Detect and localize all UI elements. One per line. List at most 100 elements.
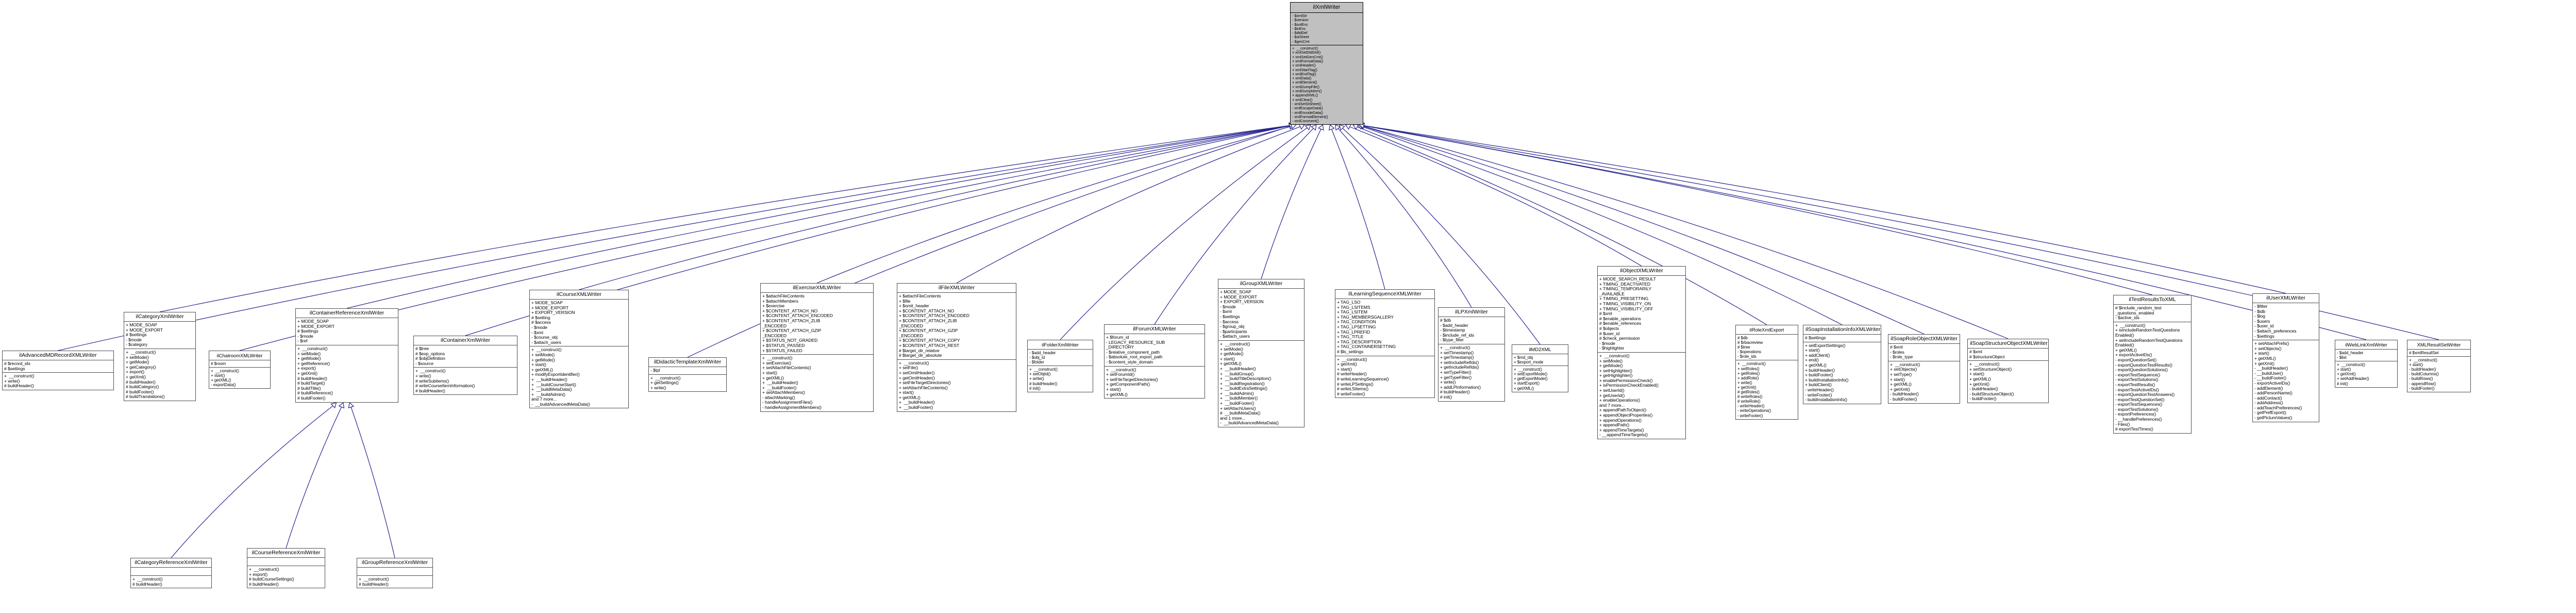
uml-class-box[interactable]: ilChatroomXMLWriter # $room + __construct(… xyxy=(209,351,271,389)
method-row: + xmlClear() xyxy=(1292,97,1313,102)
uml-class-box[interactable]: ilCourseReferenceXmlWriter+ __construct(… xyxy=(247,548,325,589)
attribute-row: # $include_random_test xyxy=(2115,305,2162,310)
class-name: ilContainerReferenceXmlWriter xyxy=(309,310,384,316)
method-row: + getRoles() xyxy=(1737,371,1760,376)
method-row: + __construct() xyxy=(1969,361,2000,367)
method-row: + __buildTitleDescription() xyxy=(1220,376,1272,382)
method-row: # init() xyxy=(2337,381,2348,386)
uml-class-box[interactable]: ilDidacticTemplateXmlWriter- $tpl+ __con… xyxy=(648,357,727,392)
uml-class-box[interactable]: ilRoleXmlExport# $db# $rbacreview# $tree… xyxy=(1735,325,1798,420)
attribute-row: - $xmlStr xyxy=(1292,13,1307,18)
attribute-row: + $CONTENT_ATTACH_ENCODED xyxy=(762,313,833,319)
method-row: + __buildCourseStart() xyxy=(531,382,576,387)
uml-class-box[interactable]: ilGroupXMLWriter+ MODE_SOAP+ MODE_EXPORT… xyxy=(1218,279,1304,428)
uml-class-box[interactable]: ilCourseXMLWriter+ MODE_SOAP+ MODE_EXPOR… xyxy=(529,290,629,409)
inheritance-edge xyxy=(348,402,395,558)
method-row: + start() xyxy=(1969,371,1984,377)
attribute-row: - $filter xyxy=(2254,304,2268,309)
method-row: + __construct() xyxy=(297,345,328,351)
method-row: # getRoles() xyxy=(1737,390,1760,395)
attribute-row: - $mode xyxy=(126,337,142,342)
uml-class-box[interactable]: ilLearningSequenceXMLWriter+ TAG_LSO+ TA… xyxy=(1335,289,1435,399)
uml-class-box[interactable]: ilCategoryReferenceXmlWriter+ __construc… xyxy=(130,558,212,589)
uml-class-box[interactable]: ilTestResultsToXML# $include_random_test… xyxy=(2113,295,2192,434)
method-row: + getMode() xyxy=(531,357,555,362)
attribute-row: _AVAILABLE xyxy=(1599,291,1625,296)
method-row: + getHighlighter() xyxy=(1599,373,1633,378)
uml-class-box[interactable]: XMLResultSetWriter# $xmlResultSet+ __con… xyxy=(2407,340,2471,392)
attribute-row: # $db xyxy=(1737,336,1748,340)
method-row: + __buildMember() xyxy=(1220,395,1258,401)
uml-class-box[interactable]: ilForumXMLWriter+ $forum_id- LEGACY_RESO… xyxy=(1104,324,1205,399)
method-row: + __construct() xyxy=(211,369,239,374)
uml-class-box[interactable]: ilXmlWriter- $xmlStr- $version- $outEnc-… xyxy=(1290,2,1363,125)
method-row: # buildHeader() xyxy=(4,383,34,389)
attribute-row: + $STATUS_NOT_GRADED xyxy=(762,338,818,343)
class-name: ilCourseXMLWriter xyxy=(556,291,602,297)
method-row: - exportPreferences() xyxy=(2115,411,2156,417)
attribute-row: # $settings xyxy=(4,366,25,371)
method-row: - handleAssignmentMembers() xyxy=(762,405,822,410)
method-row: # buildHeader() xyxy=(126,379,156,385)
method-row: # buildHeader() xyxy=(359,581,389,587)
uml-class-box[interactable]: ilFolderXmlWriter- $add_header- $obj_id-… xyxy=(1027,340,1093,392)
uml-class-box[interactable]: ilFileXMLWriter+ $attachFileContents+ $f… xyxy=(897,283,1016,412)
method-row: + getXml() xyxy=(2254,360,2274,366)
attribute-row: _DIRECTORY xyxy=(1106,344,1134,350)
class-attributes: + MODE_SOAP+ MODE_EXPORT# $settings- $mo… xyxy=(296,318,398,345)
method-row: + start() xyxy=(1805,347,1820,353)
attribute-row: + $omit_header xyxy=(899,303,929,309)
class-attributes: # $record_ids# $settings xyxy=(3,360,113,372)
method-row: + getComponentPath() xyxy=(1106,382,1150,387)
class-name: ilChatroomXMLWriter xyxy=(216,353,263,358)
class-methods: + __construct()+ setTimestamp()+ getTime… xyxy=(1438,343,1504,401)
uml-class-box[interactable]: ilWebLinkXmlWriter- $add_header- $list+ … xyxy=(2335,340,2398,388)
uml-class-box[interactable]: ilObjectXMLWriter+ MODE_SEARCH_RESULT+ T… xyxy=(1597,266,1686,439)
uml-class-box[interactable]: ilLPXmlWriter# $db- $add_header- $timest… xyxy=(1438,307,1505,402)
attribute-row: - $source xyxy=(415,360,433,366)
method-row: - buildHeader() xyxy=(2409,367,2436,372)
uml-class-box[interactable]: ilGroupReferenceXmlWriter+ __construct()… xyxy=(357,558,433,589)
uml-class-box[interactable]: ilMD2XML+ $md_obj+ $export_mode+ __const… xyxy=(1512,344,1568,392)
attribute-row: + $CONTENT_ATTACH_GZIP xyxy=(899,328,958,334)
uml-class-box[interactable]: ilSoapRoleObjectXMLWriter# $xml- $roles-… xyxy=(1888,334,1960,404)
class-attributes: # $room xyxy=(209,360,270,367)
attribute-row: # $exp_options xyxy=(415,351,445,356)
attribute-row: # $xmlResultSet xyxy=(2409,351,2439,355)
method-row: - writeFooter() xyxy=(1737,413,1763,418)
method-row: - xmlFormatElement() xyxy=(1292,114,1328,119)
method-row: + start() xyxy=(1337,366,1352,372)
uml-class-box[interactable]: ilAdvancedMDRecordXMLWriter# $record_ids… xyxy=(2,351,114,390)
class-methods: + __construct()+ setStructureObject()+ s… xyxy=(1968,360,2048,403)
uml-class-box[interactable]: ilContainerXmlWriter# $tree# $exp_option… xyxy=(413,336,517,395)
attribute-row: + MODE_SOAP xyxy=(531,300,563,305)
method-row: + addRole() xyxy=(1737,375,1759,380)
method-row: - exportQuestionSolutions() xyxy=(2115,367,2168,373)
method-row: + setHighlighter() xyxy=(1599,368,1632,373)
class-name: ilXmlWriter xyxy=(1313,4,1341,10)
class-methods: + setExportSettings()+ start()+ addClien… xyxy=(1803,341,1881,404)
class-attributes xyxy=(247,557,325,566)
method-row: + __buildFooter() xyxy=(899,405,933,410)
method-row: - exportQuestionTestAnswers() xyxy=(2115,392,2175,397)
method-row: + write() xyxy=(1440,379,1456,385)
uml-class-box[interactable]: ilSoapStructureObjectXMLWriter# $xml# $s… xyxy=(1967,339,2049,403)
attribute-row: + $CONTENT_ATTACH_ZLIB xyxy=(899,318,957,323)
method-row: - getPictureValues() xyxy=(2254,415,2293,421)
attribute-row: - $settings xyxy=(1220,313,1240,319)
method-row: + setAttachFileContents() xyxy=(899,385,948,390)
inheritance-edge xyxy=(58,122,1295,351)
method-row: and 1 more... xyxy=(1220,415,1246,421)
attribute-row: - $xml xyxy=(531,329,543,335)
uml-class-box[interactable]: ilSoapInstallationInfoXMLWriter# $settin… xyxy=(1803,325,1881,404)
attribute-row: # $rbacreview xyxy=(1737,340,1763,345)
method-row: + getXml() xyxy=(126,374,146,379)
method-row: + setOmitHeader() xyxy=(899,370,935,375)
method-row: + getXml() xyxy=(1890,386,1910,392)
uml-class-box[interactable]: ilCategoryXmlWriter+ MODE_SOAP+ MODE_EXP… xyxy=(124,312,196,401)
uml-class-box[interactable]: ilUserXMLWriter- $filter- $idb- $log- $u… xyxy=(2252,293,2319,422)
method-row: + __construct() xyxy=(249,567,279,572)
uml-class-box[interactable]: ilContainerReferenceXmlWriter + MODE_SOAP… xyxy=(295,308,398,403)
uml-class-box[interactable]: ilExerciseXMLWriter+ $attachFileContents… xyxy=(760,283,874,412)
attribute-row: _ENCODED xyxy=(899,323,923,328)
